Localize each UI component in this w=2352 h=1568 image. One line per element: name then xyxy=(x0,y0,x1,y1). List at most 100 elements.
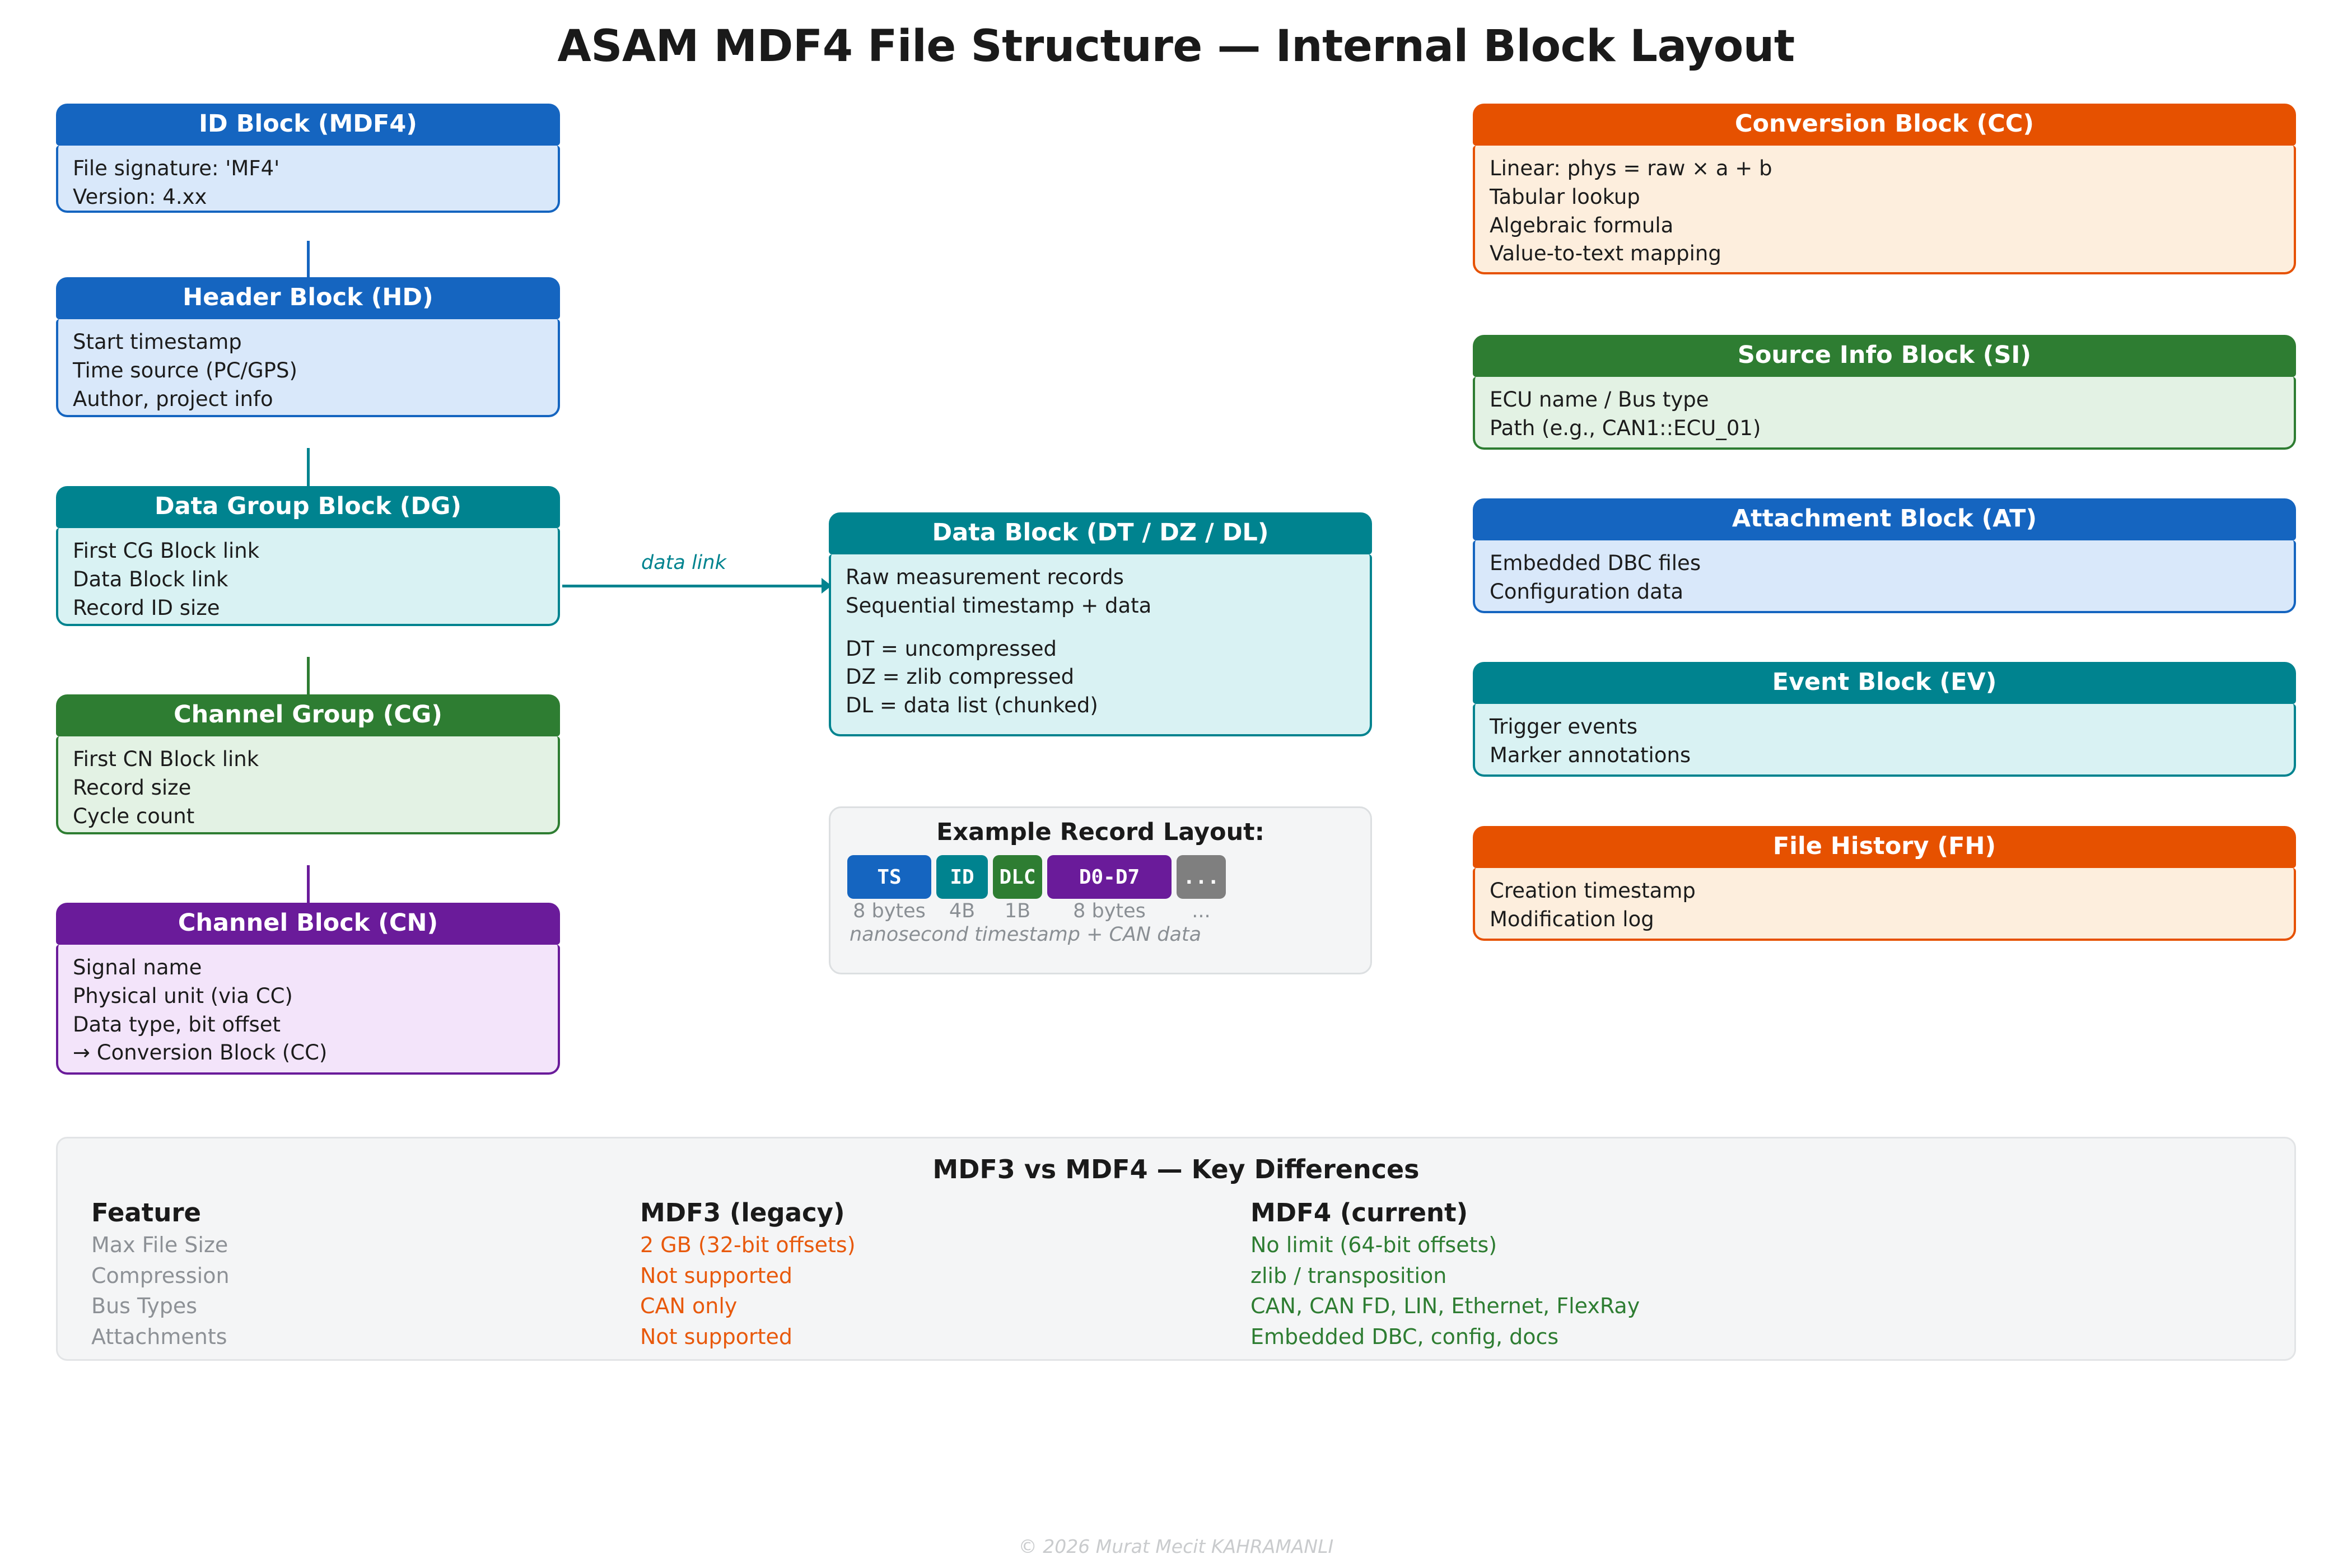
page-title: ASAM MDF4 File Structure — Internal Bloc… xyxy=(557,21,1795,72)
record-size-d0-d7: 8 bytes xyxy=(1073,900,1146,922)
record-field-ts[interactable]: TS xyxy=(847,855,931,899)
record-size-ts: 8 bytes xyxy=(853,900,926,922)
block-body: File signature: 'MF4' Version: 4.xx xyxy=(56,146,560,213)
block-body: Embedded DBC files Configuration data xyxy=(1473,540,2296,614)
block-title: Data Group Block (DG) xyxy=(56,486,560,529)
block-title: Channel Group (CG) xyxy=(56,694,560,737)
block-line: Modification log xyxy=(1490,907,1654,931)
block-body: Start timestamp Time source (PC/GPS) Aut… xyxy=(56,319,560,418)
block-line: DZ = zlib compressed xyxy=(846,665,1075,689)
block-line: Raw measurement records xyxy=(846,565,1124,590)
comparison-cell-mdf4: zlib / transposition xyxy=(1250,1263,1447,1288)
block-card-header-block[interactable]: Header Block (HD) Start timestamp Time s… xyxy=(56,277,560,418)
block-line: Creation timestamp xyxy=(1490,879,1696,903)
comparison-cell-mdf4: CAN, CAN FD, LIN, Ethernet, FlexRay xyxy=(1250,1294,1640,1319)
block-line-spacer xyxy=(846,620,1355,635)
comparison-row: Attachments Not supported Embedded DBC, … xyxy=(91,1322,2294,1352)
block-line: Author, project info xyxy=(73,386,273,411)
record-layout-fields: TS ID DLC D0-D7 ... xyxy=(830,855,1370,899)
block-line: File signature: 'MF4' xyxy=(73,156,280,181)
comparison-title: MDF3 vs MDF4 — Key Differences xyxy=(932,1154,1420,1184)
block-body: Linear: phys = raw × a + b Tabular looku… xyxy=(1473,146,2296,275)
block-title: Conversion Block (CC) xyxy=(1473,104,2296,146)
block-title: Event Block (EV) xyxy=(1473,662,2296,704)
record-field-d0-d7[interactable]: D0-D7 xyxy=(1047,855,1172,899)
block-body: First CG Block link Data Block link Reco… xyxy=(56,528,560,627)
block-title: Header Block (HD) xyxy=(56,277,560,320)
comparison-header-row: Feature MDF3 (legacy) MDF4 (current) xyxy=(91,1198,2294,1230)
block-line: Sequential timestamp + data xyxy=(846,593,1152,618)
comparison-row: Compression Not supported zlib / transpo… xyxy=(91,1261,2294,1291)
block-line: Trigger events xyxy=(1490,715,1638,739)
record-size-more: ... xyxy=(1192,900,1211,922)
block-line: DT = uncompressed xyxy=(846,636,1057,661)
record-layout-title: Example Record Layout: xyxy=(936,818,1264,846)
comparison-cell-feature: Max File Size xyxy=(91,1233,228,1257)
block-card-source-info-block[interactable]: Source Info Block (SI) ECU name / Bus ty… xyxy=(1473,335,2296,450)
comparison-cell-feature: Bus Types xyxy=(91,1294,198,1319)
comparison-cell-mdf3: CAN only xyxy=(640,1294,738,1319)
block-line: Record ID size xyxy=(73,595,220,620)
block-title: ID Block (MDF4) xyxy=(56,104,560,146)
block-card-data-block[interactable]: Data Block (DT / DZ / DL) Raw measuremen… xyxy=(829,512,1372,737)
block-line: Start timestamp xyxy=(73,330,242,354)
block-line: Marker annotations xyxy=(1490,743,1691,767)
block-line: Record size xyxy=(73,775,192,800)
block-card-file-history-block[interactable]: File History (FH) Creation timestamp Mod… xyxy=(1473,826,2296,941)
block-line: First CN Block link xyxy=(73,747,259,772)
comparison-cell-feature: Compression xyxy=(91,1263,230,1288)
record-layout-note: nanosecond timestamp + CAN data xyxy=(850,923,1202,946)
comparison-cell-mdf3: Not supported xyxy=(640,1263,793,1288)
block-line: DL = data list (chunked) xyxy=(846,693,1098,717)
comparison-cell-mdf3: Not supported xyxy=(640,1324,793,1350)
block-body: Signal name Physical unit (via CC) Data … xyxy=(56,945,560,1075)
block-line: Physical unit (via CC) xyxy=(73,983,293,1008)
block-line: Signal name xyxy=(73,955,202,980)
comparison-grid: Feature MDF3 (legacy) MDF4 (current) Max… xyxy=(58,1198,2294,1352)
block-line: Cycle count xyxy=(73,804,195,828)
comparison-panel: MDF3 vs MDF4 — Key Differences Feature M… xyxy=(56,1137,2296,1361)
block-line: Algebraic formula xyxy=(1490,213,1674,237)
block-line: Value-to-text mapping xyxy=(1490,241,1721,266)
comparison-cell-mdf4: Embedded DBC, config, docs xyxy=(1250,1324,1559,1350)
block-line: First CG Block link xyxy=(73,539,260,563)
record-layout-panel: Example Record Layout: TS ID DLC D0-D7 .… xyxy=(829,806,1372,974)
comparison-cell-mdf4: No limit (64-bit offsets) xyxy=(1250,1233,1497,1257)
record-field-id[interactable]: ID xyxy=(936,855,988,899)
record-field-more[interactable]: ... xyxy=(1177,855,1226,899)
comparison-cell-feature: Attachments xyxy=(91,1324,227,1350)
record-field-dlc[interactable]: DLC xyxy=(993,855,1042,899)
block-body: Trigger events Marker annotations xyxy=(1473,704,2296,777)
record-layout-sizes: 8 bytes 4B 1B 8 bytes ... xyxy=(830,899,1370,922)
arrow-data-link xyxy=(562,578,832,594)
block-line: ECU name / Bus type xyxy=(1490,388,1709,412)
block-card-event-block[interactable]: Event Block (EV) Trigger events Marker a… xyxy=(1473,662,2296,777)
block-title: File History (FH) xyxy=(1473,826,2296,869)
comparison-row: Max File Size 2 GB (32-bit offsets) No l… xyxy=(91,1230,2294,1261)
comparison-cell-mdf3: 2 GB (32-bit offsets) xyxy=(640,1233,856,1257)
record-size-dlc: 1B xyxy=(1004,900,1031,922)
block-body: First CN Block link Record size Cycle co… xyxy=(56,736,560,835)
block-title: Data Block (DT / DZ / DL) xyxy=(829,512,1372,555)
block-card-channel-block[interactable]: Channel Block (CN) Signal name Physical … xyxy=(56,903,560,1075)
block-card-channel-group-block[interactable]: Channel Group (CG) First CN Block link R… xyxy=(56,694,560,835)
block-card-attachment-block[interactable]: Attachment Block (AT) Embedded DBC files… xyxy=(1473,498,2296,614)
block-title: Channel Block (CN) xyxy=(56,903,560,945)
block-body: Creation timestamp Modification log xyxy=(1473,868,2296,941)
block-card-conversion-block[interactable]: Conversion Block (CC) Linear: phys = raw… xyxy=(1473,104,2296,275)
data-link-label: data link xyxy=(641,552,726,574)
block-line: Linear: phys = raw × a + b xyxy=(1490,156,1772,181)
block-line: Data Block link xyxy=(73,567,228,591)
block-card-id-block[interactable]: ID Block (MDF4) File signature: 'MF4' Ve… xyxy=(56,104,560,213)
block-body: Raw measurement records Sequential times… xyxy=(829,554,1372,737)
block-line: Version: 4.xx xyxy=(73,184,207,209)
footer-copyright: © 2026 Murat Mecit KAHRAMANLI xyxy=(1018,1536,1334,1557)
record-size-id: 4B xyxy=(949,900,976,922)
block-card-data-group-block[interactable]: Data Group Block (DG) First CG Block lin… xyxy=(56,486,560,627)
block-line: Path (e.g., CAN1::ECU_01) xyxy=(1490,416,1761,440)
block-line: Data type, bit offset xyxy=(73,1012,281,1037)
block-title: Attachment Block (AT) xyxy=(1473,498,2296,541)
block-line: → Conversion Block (CC) xyxy=(73,1040,328,1065)
comparison-row: Bus Types CAN only CAN, CAN FD, LIN, Eth… xyxy=(91,1291,2294,1322)
